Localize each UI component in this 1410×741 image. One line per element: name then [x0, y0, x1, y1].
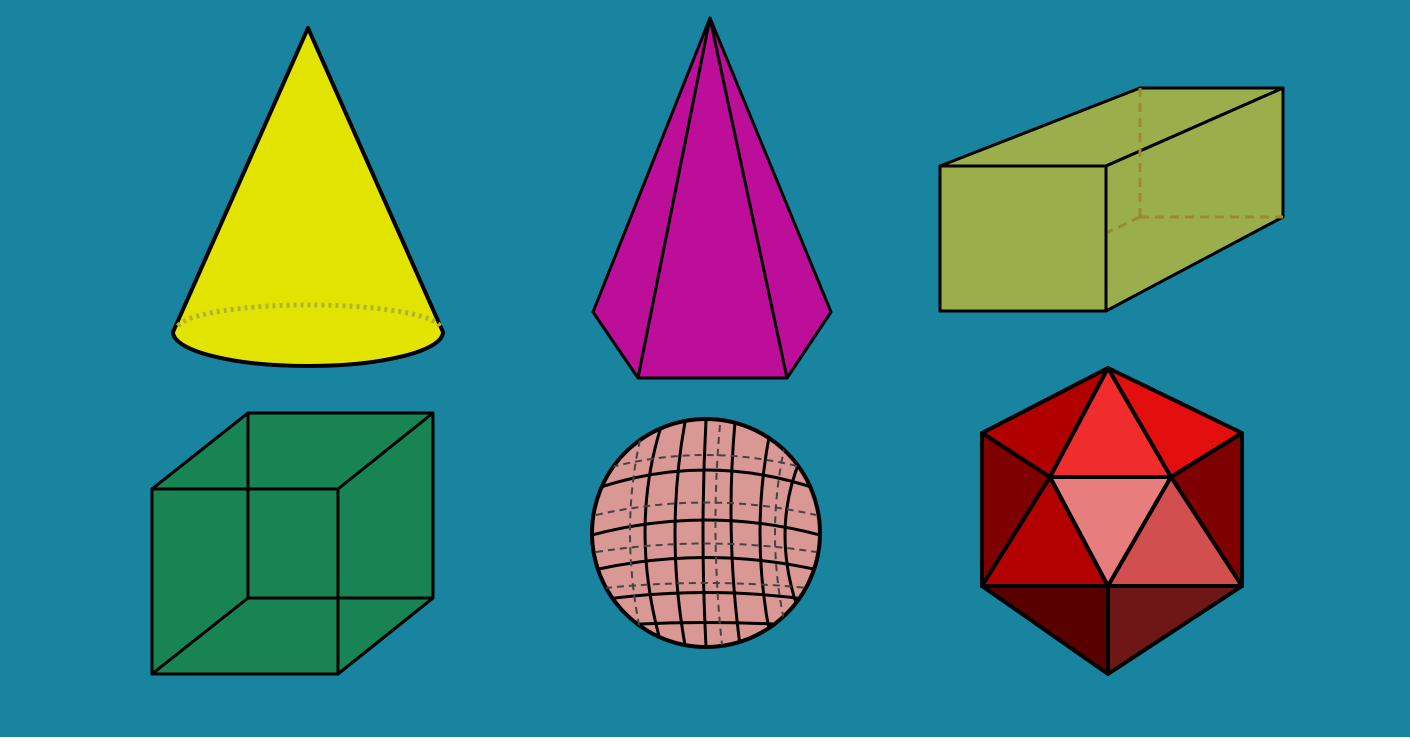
- prism-front-face: [938, 164, 1108, 313]
- pyramid-edge-right: [708, 17, 789, 379]
- icosahedron: [980, 366, 1244, 676]
- sphere-grid-lines: [592, 419, 820, 647]
- pyramid-edge-left: [636, 17, 712, 379]
- ico-face-bottom-right: [1106, 584, 1244, 676]
- pyramid-silhouette: [591, 16, 833, 380]
- cube-edges: [150, 411, 435, 676]
- cube: [150, 411, 435, 676]
- cone: [171, 26, 445, 368]
- sphere-hidden-grid-lines: [595, 424, 817, 646]
- hexagonal-pyramid: [591, 16, 833, 380]
- rectangular-prism: [938, 86, 1285, 313]
- cone-surface: [171, 26, 445, 368]
- cone-hidden-base-edge: [175, 302, 443, 328]
- bottom-strip: [0, 737, 1410, 741]
- sphere: [590, 417, 822, 649]
